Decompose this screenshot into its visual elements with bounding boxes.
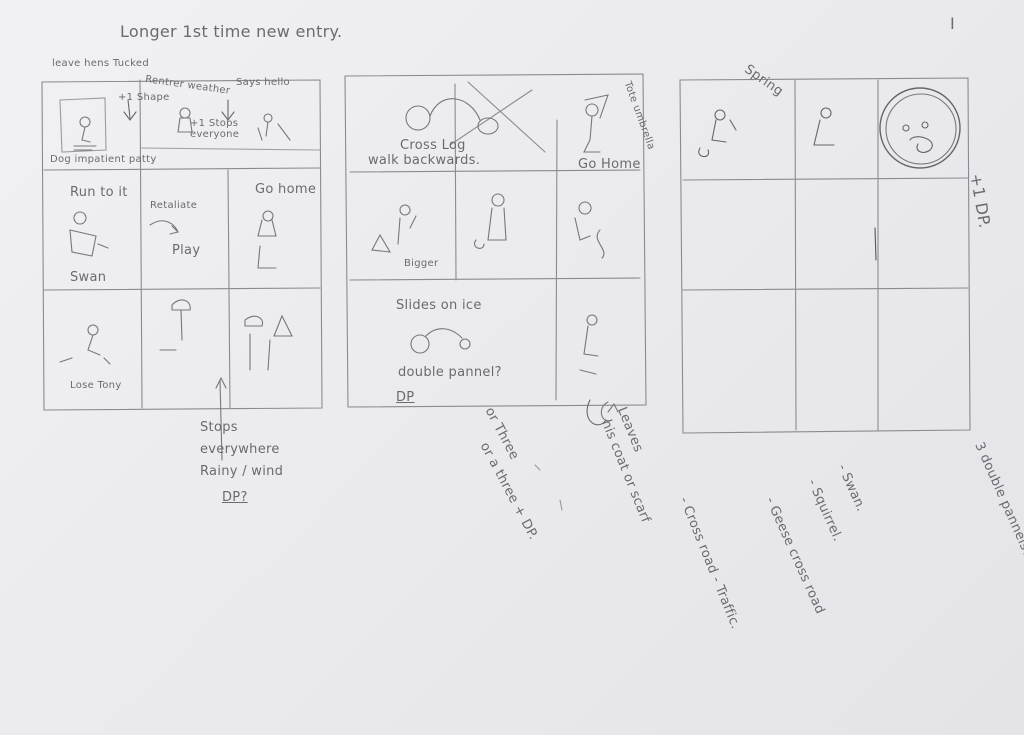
label-shape: +1 Shape xyxy=(118,92,170,103)
note-line: DP? xyxy=(222,490,248,505)
label-walk-backwards: walk backwards. xyxy=(368,153,481,168)
label-says-hello: Says hello xyxy=(236,77,290,88)
label-cross-log: Cross Log xyxy=(400,138,466,153)
label-dog-impatient: Dog impatient patty xyxy=(50,154,157,165)
note-line: Stops xyxy=(200,420,238,435)
label-double-pannel: double pannel? xyxy=(398,365,502,380)
figure-doodles xyxy=(59,107,293,371)
label-go-home-2: Go Home xyxy=(578,157,641,172)
label-stops-everyone: +1 Stops everyone xyxy=(190,118,240,140)
label-go-home: Go home xyxy=(255,182,317,197)
page-title: Longer 1st time new entry. xyxy=(120,22,343,41)
label-swan: Swan xyxy=(70,270,107,285)
label-bigger: Bigger xyxy=(404,258,439,269)
storyboard-panel-2 xyxy=(344,73,647,408)
label-leave-hens: leave hens Tucked xyxy=(52,58,149,69)
label-run-to-it: Run to it xyxy=(70,185,128,200)
figure-doodles-2 xyxy=(371,94,619,422)
storyboard-panel-3 xyxy=(679,77,971,434)
label-retaliate: Retaliate xyxy=(150,200,198,211)
figure-doodles-3 xyxy=(698,107,933,158)
label-dp: DP xyxy=(396,390,415,405)
page-number-mark: I xyxy=(950,14,956,33)
note-line: Rainy / wind xyxy=(200,464,284,479)
label-lose-tony: Lose Tony xyxy=(70,380,122,391)
storyboard-panel-1 xyxy=(41,79,323,461)
label-play: Play xyxy=(172,243,201,258)
note-line: everywhere xyxy=(200,442,280,457)
label-slides-on-ice: Slides on ice xyxy=(396,298,482,313)
